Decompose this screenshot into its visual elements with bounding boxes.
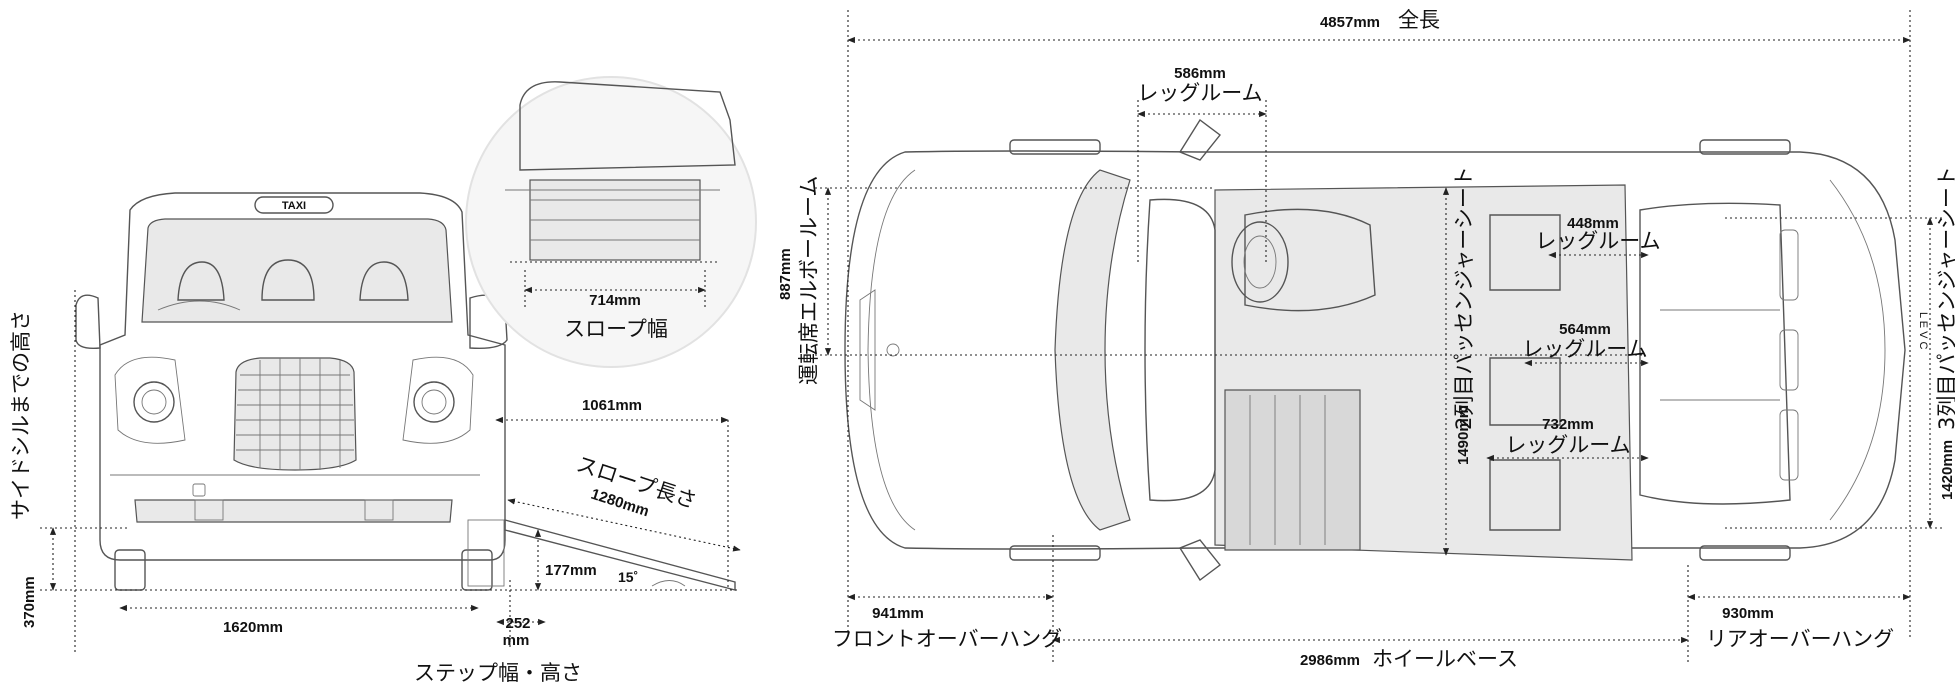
top-dimensions: [815, 10, 1945, 665]
row2-legroom-a-label: レッグルーム: [1535, 229, 1660, 253]
row2-seat-label: 2列目パッセンジャーシート: [1452, 166, 1476, 430]
wheelbase-value: 2986mm: [1300, 652, 1360, 669]
row3-seat-value: 1420mm: [1939, 440, 1955, 500]
front-overhang-value: 941mm: [872, 605, 924, 622]
driver-elbow-value: 887mm: [777, 248, 794, 300]
taxi-sign: TAXI: [282, 200, 306, 212]
front-width-value: 1620mm: [223, 619, 283, 636]
row2-legroom-b-label: レッグルーム: [1522, 337, 1647, 361]
ramp-width-label: スロープ幅: [564, 317, 668, 341]
row2-legroom-b-value: 564mm: [1559, 321, 1611, 338]
ramp-detail-inset: [465, 76, 757, 368]
sill-height-value: 370mm: [21, 576, 38, 628]
taxi-front-view: [75, 192, 508, 591]
sill-height-label: サイドシルまでの高さ: [9, 310, 33, 520]
rear-overhang-value: 930mm: [1722, 605, 1774, 622]
front-dimensions: [40, 270, 741, 655]
driver-elbow-label: 運転席エルボールーム: [797, 176, 821, 385]
ramp-angle: 15˚: [618, 569, 638, 585]
ramp-extent-value: 1061mm: [582, 397, 642, 414]
row2-seat-value: 1490mm: [1455, 405, 1472, 465]
rear-badge: L E V C: [1917, 312, 1929, 350]
row2-legroom-a-value: 448mm: [1567, 215, 1619, 232]
front-legroom-value: 586mm: [1174, 65, 1226, 82]
ramp-width-value: 714mm: [589, 292, 641, 309]
wheelbase-label: ホイールベース: [1372, 647, 1518, 671]
overall-length-label: 全長: [1398, 8, 1440, 32]
rear-overhang-label: リアオーバーハング: [1706, 627, 1894, 651]
row3-seat-label: 3列目パッセンジャーシート: [1935, 166, 1955, 430]
taxi-top-view: [844, 118, 1906, 582]
step-height-value: 177mm: [545, 562, 597, 579]
row3-legroom-label: レッグルーム: [1505, 433, 1630, 457]
row3-legroom-value: 732mm: [1542, 416, 1594, 433]
step-label: ステップ幅・高さ: [414, 661, 582, 684]
overall-length-value: 4857mm: [1320, 14, 1380, 31]
front-overhang-label: フロントオーバーハング: [832, 627, 1062, 651]
front-legroom-label: レッグルーム: [1137, 81, 1262, 105]
